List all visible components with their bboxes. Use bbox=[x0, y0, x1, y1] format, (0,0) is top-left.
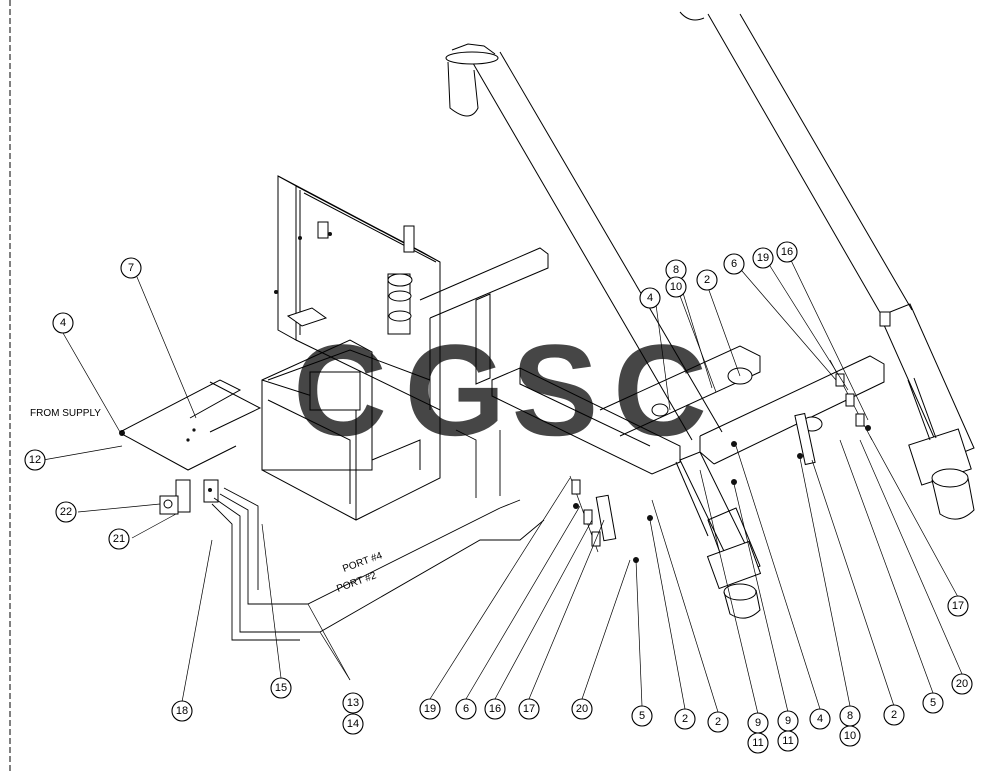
svg-text:6: 6 bbox=[731, 258, 737, 270]
callout-6-top: 6 bbox=[723, 253, 745, 275]
svg-text:11: 11 bbox=[752, 737, 763, 749]
watermark: C G S C bbox=[293, 317, 707, 463]
svg-text:9: 9 bbox=[785, 715, 791, 727]
callout-21: 21 bbox=[108, 528, 130, 550]
callout-19-top: 19 bbox=[752, 247, 774, 269]
port-4-label: PORT #4 bbox=[341, 550, 384, 575]
svg-text:2: 2 bbox=[682, 713, 688, 725]
callout-17-bottom: 17 bbox=[518, 698, 540, 720]
cylinder-right bbox=[879, 303, 975, 520]
callout-11-b: 11 bbox=[777, 730, 799, 752]
port-2-label: PORT #2 bbox=[335, 570, 378, 595]
callout-17-right: 17 bbox=[947, 595, 969, 617]
svg-text:5: 5 bbox=[930, 697, 936, 709]
watermark-letter-1: C bbox=[293, 317, 387, 463]
svg-text:17: 17 bbox=[952, 600, 964, 612]
callout-18: 18 bbox=[171, 700, 193, 722]
svg-text:16: 16 bbox=[781, 246, 793, 258]
callout-4-bottom: 4 bbox=[809, 708, 831, 730]
svg-text:19: 19 bbox=[424, 703, 436, 715]
upper-tube bbox=[445, 43, 723, 441]
cylinder-lower bbox=[675, 451, 762, 619]
callout-2-bottom-b: 2 bbox=[707, 711, 729, 733]
svg-text:2: 2 bbox=[891, 709, 897, 721]
callout-6-bottom: 6 bbox=[455, 698, 477, 720]
callout-11-a: 11 bbox=[747, 732, 769, 754]
svg-text:7: 7 bbox=[128, 262, 134, 274]
callout-13: 13 bbox=[342, 692, 364, 714]
callout-5-right: 5 bbox=[922, 692, 944, 714]
callout-10-bottom: 10 bbox=[839, 725, 861, 747]
watermark-letter-3: S bbox=[512, 317, 599, 463]
leader-lines bbox=[42, 251, 963, 715]
svg-text:21: 21 bbox=[113, 533, 125, 545]
svg-text:2: 2 bbox=[715, 716, 721, 728]
supply-bracket bbox=[119, 379, 262, 515]
svg-text:20: 20 bbox=[956, 678, 968, 690]
frame-assembly bbox=[261, 175, 549, 521]
callout-19-bottom: 19 bbox=[419, 698, 441, 720]
callout-10-top: 10 bbox=[665, 276, 687, 298]
svg-text:4: 4 bbox=[647, 292, 653, 304]
callout-15: 15 bbox=[270, 677, 292, 699]
callout-5-bottom: 5 bbox=[631, 705, 653, 727]
svg-text:10: 10 bbox=[844, 730, 856, 742]
svg-text:4: 4 bbox=[60, 317, 66, 329]
callout-2-bottom-a: 2 bbox=[674, 708, 696, 730]
callout-4-left: 4 bbox=[52, 312, 74, 334]
svg-text:20: 20 bbox=[576, 703, 588, 715]
svg-text:17: 17 bbox=[523, 703, 535, 715]
from-supply-label: FROM SUPPLY bbox=[30, 408, 101, 419]
fitting-stack-right bbox=[794, 359, 873, 466]
svg-text:18: 18 bbox=[176, 705, 188, 717]
callout-2-top: 2 bbox=[696, 269, 718, 291]
svg-text:2: 2 bbox=[704, 274, 710, 286]
svg-text:8: 8 bbox=[673, 264, 679, 276]
callout-4-top: 4 bbox=[639, 287, 661, 309]
callout-22: 22 bbox=[55, 501, 77, 523]
svg-text:6: 6 bbox=[463, 703, 469, 715]
svg-text:9: 9 bbox=[755, 717, 761, 729]
svg-text:4: 4 bbox=[817, 713, 823, 725]
callout-8-bottom: 8 bbox=[839, 705, 861, 727]
svg-text:8: 8 bbox=[847, 710, 853, 722]
callout-20-right: 20 bbox=[951, 673, 973, 695]
watermark-letter-4: C bbox=[613, 317, 707, 463]
callout-2-bottom-c: 2 bbox=[883, 704, 905, 726]
callout-16-top: 16 bbox=[776, 241, 798, 263]
callout-20-bottom: 20 bbox=[571, 698, 593, 720]
svg-text:15: 15 bbox=[275, 682, 287, 694]
svg-text:19: 19 bbox=[757, 252, 769, 264]
svg-text:5: 5 bbox=[639, 710, 645, 722]
svg-text:10: 10 bbox=[670, 281, 682, 293]
callout-9-b: 9 bbox=[777, 710, 799, 732]
callout-9-a: 9 bbox=[747, 712, 769, 734]
svg-text:22: 22 bbox=[60, 506, 72, 518]
svg-text:16: 16 bbox=[489, 703, 501, 715]
watermark-letter-2: G bbox=[404, 317, 505, 463]
callout-14: 14 bbox=[342, 713, 364, 735]
svg-text:12: 12 bbox=[29, 454, 41, 466]
svg-text:13: 13 bbox=[347, 697, 359, 709]
fitting-stack-left bbox=[569, 475, 617, 553]
svg-text:14: 14 bbox=[347, 718, 359, 730]
callout-7: 7 bbox=[120, 257, 142, 279]
right-tube bbox=[679, 11, 913, 317]
callout-16-bottom: 16 bbox=[484, 698, 506, 720]
callout-12: 12 bbox=[24, 449, 46, 471]
svg-text:11: 11 bbox=[782, 735, 793, 747]
